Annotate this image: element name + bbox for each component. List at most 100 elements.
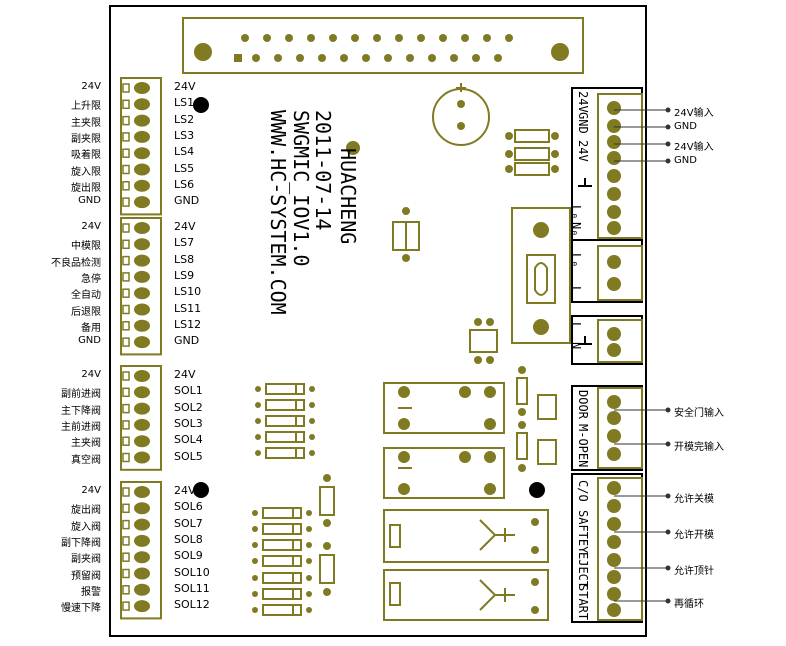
pin-label: LS6 <box>174 177 195 191</box>
terminal-screw <box>134 418 150 431</box>
terminal-label: L <box>569 286 583 294</box>
left-label: GND <box>78 195 101 207</box>
relay-3 <box>383 509 549 563</box>
terminal-label: L <box>569 322 583 330</box>
pin-label: SOL9 <box>174 549 203 563</box>
pin-label: SOL5 <box>174 449 203 463</box>
board-model: SWGMIC_IOV1.0 <box>289 110 313 267</box>
terminal-screw <box>134 386 150 399</box>
terminal-screw <box>134 502 150 515</box>
left-label: 旋入限 <box>71 166 101 178</box>
board-date: 2011-07-14 <box>311 110 335 231</box>
pin-label: LS12 <box>174 317 202 331</box>
pin-label: SOL6 <box>174 500 203 514</box>
left-label: 副前进阀 <box>61 389 101 401</box>
board-outline <box>109 5 647 637</box>
pin-label: LS4 <box>174 145 195 159</box>
leader-lines <box>614 107 671 604</box>
terminal-label: DOOR <box>576 390 590 419</box>
pin-label: LS2 <box>174 112 195 126</box>
pin-label: SOL3 <box>174 416 203 430</box>
terminal-screw <box>134 238 150 251</box>
left-label: 急停 <box>81 273 101 285</box>
terminal-screw <box>134 196 150 209</box>
left-label: 旋出限 <box>71 182 101 194</box>
terminal-screw <box>134 114 150 127</box>
left-label: 主夹阀 <box>71 438 101 450</box>
terminal-label: L₀ <box>569 253 583 268</box>
diode-array <box>252 383 315 616</box>
pin-label: SOL10 <box>174 565 210 579</box>
terminal-screw <box>134 600 150 613</box>
terminal-screw <box>134 98 150 111</box>
terminal-screw <box>134 534 150 547</box>
terminal-screw <box>134 254 150 267</box>
right-label: 允许顶针 <box>674 566 714 577</box>
terminal-screw <box>134 287 150 300</box>
pin-label: SOL7 <box>174 516 203 530</box>
pin-label: LS9 <box>174 268 195 282</box>
pin-label: SOL1 <box>174 384 203 398</box>
terminal-label: GND <box>576 112 590 134</box>
terminal-screw <box>134 270 150 283</box>
terminal-screw <box>134 336 150 349</box>
terminal-label: N₀ <box>569 222 583 237</box>
terminal-label: M-OPEN <box>576 424 590 468</box>
right-label: 允许关模 <box>674 494 714 505</box>
battery-holder <box>432 83 490 146</box>
pin-label: LS7 <box>174 236 195 250</box>
pin-label: LS3 <box>174 128 195 142</box>
terminal-screw <box>134 163 150 176</box>
terminal-screw <box>134 451 150 464</box>
right-label: 安全门输入 <box>674 408 724 419</box>
right-label: 允许开模 <box>674 530 714 541</box>
pin-label: 24V <box>174 220 196 233</box>
board-website: WWW.HC-SYSTEM.COM <box>266 110 290 315</box>
pin-label: GND <box>174 334 200 348</box>
pin-label: LS10 <box>174 285 202 299</box>
terminal-screw <box>134 486 150 498</box>
pin-label: SOL12 <box>174 598 210 612</box>
left-label: 备用 <box>81 322 101 334</box>
right-label: 再循环 <box>674 599 704 610</box>
right-terminal-blocks <box>571 87 643 623</box>
left-label: 旋入阀 <box>71 521 101 533</box>
left-label: 后退限 <box>71 306 101 318</box>
pin-label: LS8 <box>174 252 195 266</box>
terminal-label: START <box>576 584 590 621</box>
left-label: 不良品检测 <box>51 257 101 269</box>
terminal-screw <box>134 567 150 580</box>
left-label: 预留阀 <box>71 570 101 582</box>
left-label: 慢速下降 <box>61 603 101 615</box>
left-label: 主下降阀 <box>61 405 101 417</box>
left-label: 24V <box>81 485 101 496</box>
terminal-screw <box>134 147 150 160</box>
pin-label: LS5 <box>174 161 195 175</box>
terminal-screw <box>134 402 150 415</box>
left-label: 24V <box>81 221 101 232</box>
pin-label: 24V <box>174 80 196 93</box>
terminal-screw <box>134 222 150 234</box>
pin-label: 24V <box>174 484 196 497</box>
top-components <box>392 129 559 262</box>
left-label: 旋出阀 <box>71 505 101 517</box>
terminal-label: 24V <box>576 140 590 162</box>
pin-label: LS11 <box>174 301 202 315</box>
left-label: 副夹阀 <box>71 554 101 566</box>
board-brand: HUACHENG <box>336 148 360 245</box>
right-label: 24V输入 <box>674 142 714 153</box>
mount-hole <box>529 482 545 498</box>
terminal-screw <box>134 303 150 316</box>
terminal-label: L₀ <box>569 205 583 220</box>
left-label: GND <box>78 335 101 347</box>
db-connector <box>182 17 584 74</box>
right-label: 24V输入 <box>674 108 714 119</box>
left-label: 真空阀 <box>71 454 101 466</box>
left-label: 24V <box>81 81 101 92</box>
terminal-screw <box>134 435 150 448</box>
mid-resistors <box>319 366 557 596</box>
mount-hole <box>193 97 209 113</box>
terminal-screw <box>134 583 150 596</box>
left-label: 副下降阀 <box>61 537 101 549</box>
